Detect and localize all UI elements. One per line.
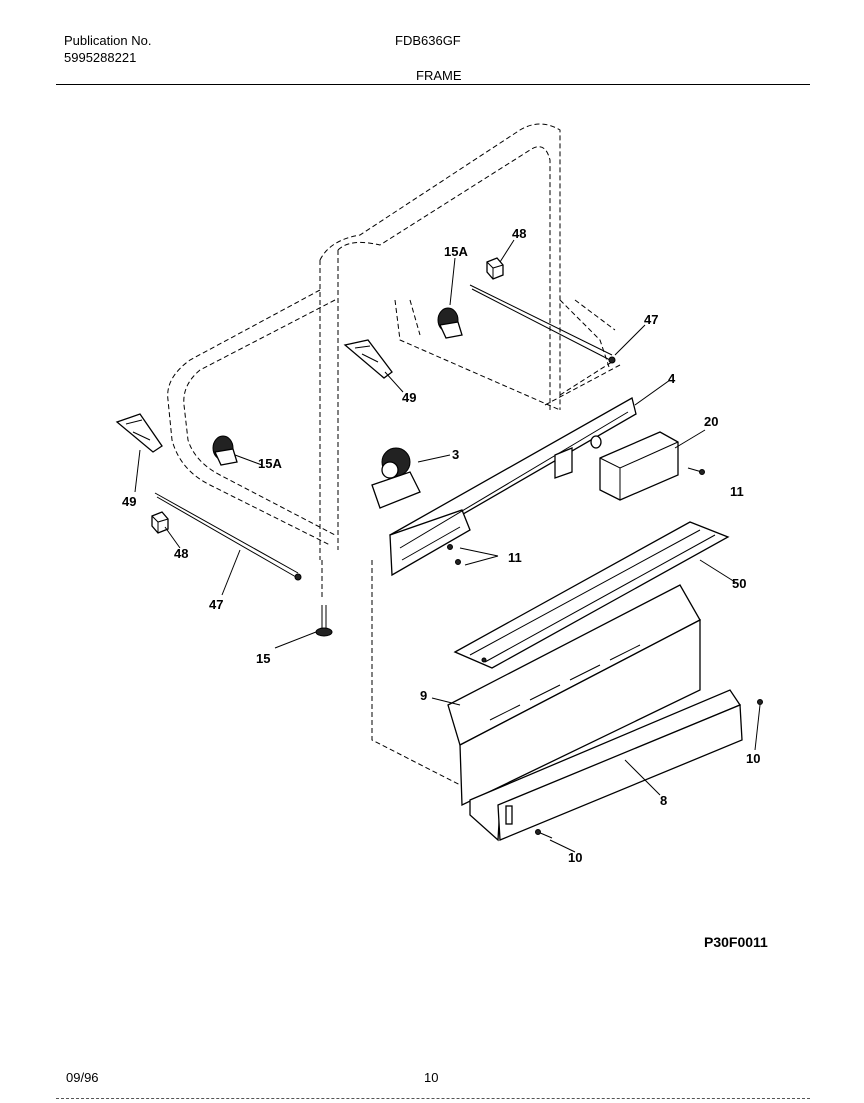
roller-assembly xyxy=(371,447,421,509)
clip-lower xyxy=(151,511,169,534)
model-number: FDB636GF xyxy=(395,33,461,48)
screws-10 xyxy=(535,699,763,839)
callout-11-right: 11 xyxy=(730,484,744,499)
bracket-upper xyxy=(343,339,393,379)
callout-15: 15 xyxy=(256,651,270,666)
publication-number: 5995288221 xyxy=(64,50,137,65)
kick-plate-insulation xyxy=(453,521,730,669)
callout-11-left: 11 xyxy=(508,550,522,565)
callout-15a-lower: 15A xyxy=(258,456,282,471)
figure-code: P30F0011 xyxy=(704,934,768,950)
callout-9: 9 xyxy=(420,688,427,703)
toe-bracket xyxy=(554,431,679,501)
footer-date: 09/96 xyxy=(66,1070,99,1085)
clip-upper xyxy=(486,257,504,280)
callout-49-lower: 49 xyxy=(122,494,136,509)
bracket-lower xyxy=(115,413,163,453)
publication-label: Publication No. xyxy=(64,33,152,48)
callout-15a-upper: 15A xyxy=(444,244,468,259)
callout-47-upper: 47 xyxy=(644,312,658,327)
callout-10-bottom: 10 xyxy=(568,850,582,865)
callout-10-right: 10 xyxy=(746,751,760,766)
header-rule xyxy=(56,84,810,85)
leveling-leg-upper xyxy=(437,307,463,339)
callout-48-lower: 48 xyxy=(174,546,188,561)
tie-rod-lower xyxy=(154,492,302,581)
front-rail xyxy=(389,397,637,577)
leader-lines xyxy=(134,239,761,853)
page-number: 10 xyxy=(424,1070,439,1085)
toe-plate xyxy=(469,689,743,842)
leveling-leg-screw xyxy=(315,605,333,637)
tie-rod-upper xyxy=(469,284,616,364)
leveling-leg-lower xyxy=(212,435,238,466)
callout-20: 20 xyxy=(704,414,718,429)
callout-4: 4 xyxy=(668,371,676,386)
callout-50: 50 xyxy=(732,576,746,591)
footer-rule xyxy=(56,1098,810,1099)
callout-48-upper: 48 xyxy=(512,226,526,241)
callout-49-upper: 49 xyxy=(402,390,416,405)
callout-3: 3 xyxy=(452,447,459,462)
section-title: FRAME xyxy=(416,68,462,83)
lower-panel xyxy=(447,584,701,807)
callout-47-lower: 47 xyxy=(209,597,223,612)
callout-8: 8 xyxy=(660,793,667,808)
screws-11 xyxy=(447,467,705,565)
